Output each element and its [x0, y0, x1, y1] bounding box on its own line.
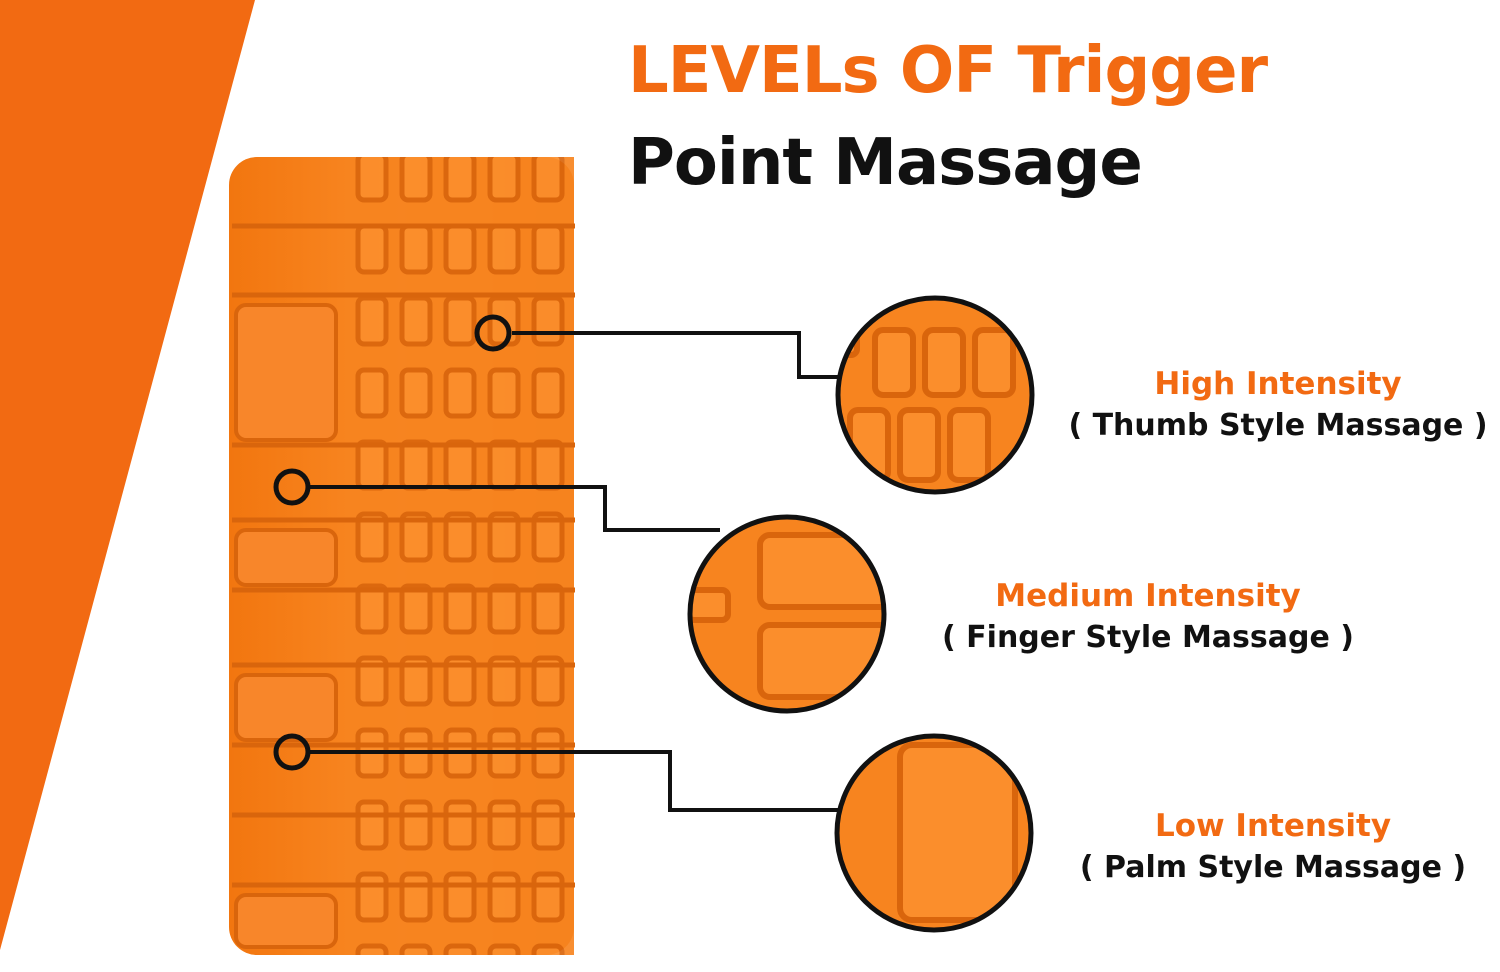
marker-medium-dot: [273, 468, 311, 506]
zoom-high-intensity: [835, 295, 1035, 495]
level-subtitle: ( Finger Style Massage ): [942, 620, 1354, 655]
level-heading: Medium Intensity: [995, 578, 1301, 614]
level-heading: Low Intensity: [1154, 808, 1392, 844]
zoom-low-intensity: [834, 733, 1034, 933]
marker-high-dot: [474, 314, 512, 352]
title-line-1: LEVELs OF Trigger: [628, 34, 1268, 108]
label-medium-intensity: Medium Intensity ( Finger Style Massage …: [928, 576, 1368, 660]
marker-dots: [273, 314, 512, 771]
title-line-2: Point Massage: [628, 126, 1143, 200]
foam-roller: [229, 157, 575, 955]
level-subtitle: ( Thumb Style Massage ): [1068, 408, 1488, 443]
marker-low-dot: [273, 733, 311, 771]
level-heading: High Intensity: [1154, 366, 1402, 402]
connector-lines: [310, 331, 840, 812]
level-subtitle: ( Palm Style Massage ): [1079, 850, 1467, 885]
label-low-intensity: Low Intensity ( Palm Style Massage ): [1058, 806, 1488, 890]
label-high-intensity: High Intensity ( Thumb Style Massage ): [1058, 364, 1498, 448]
zoom-medium-intensity: [687, 514, 887, 714]
